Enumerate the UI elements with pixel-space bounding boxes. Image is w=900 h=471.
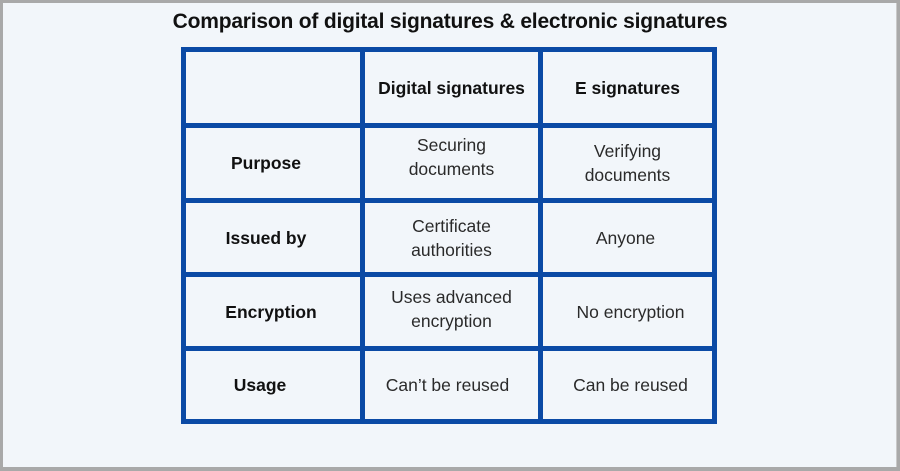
cell-encryption-digital: Uses advanced encryption [391, 286, 512, 331]
row-label-encryption: Encryption [225, 301, 317, 322]
row-divider [186, 346, 712, 351]
row-divider [186, 123, 712, 128]
cell-issued-by-digital: Certificate authorities [411, 215, 492, 260]
cell-encryption-e: No encryption [576, 301, 685, 322]
column-divider [538, 52, 543, 419]
cell-purpose-digital: Securing documents [408, 135, 495, 179]
cell-purpose-e: Verifying documents [584, 141, 671, 185]
row-label-purpose: Purpose [230, 153, 302, 173]
cell-usage-e: Can be reused [573, 375, 688, 395]
row-label-issued-by: Issued by [225, 227, 307, 248]
row-label-usage: Usage [233, 375, 287, 395]
header-cell-e-signatures: E signatures [574, 77, 681, 98]
row-divider [186, 272, 712, 277]
cell-issued-by-e: Anyone [595, 227, 656, 248]
cell-usage-digital: Can’t be reused [385, 375, 510, 395]
column-divider [360, 52, 365, 419]
header-cell-digital-signatures: Digital signatures [378, 77, 525, 98]
header-cell-empty [186, 52, 360, 123]
page-title: Comparison of digital signatures & elect… [172, 10, 728, 33]
comparison-table: Digital signatures E signatures Purpose … [181, 47, 717, 424]
row-divider [186, 198, 712, 203]
